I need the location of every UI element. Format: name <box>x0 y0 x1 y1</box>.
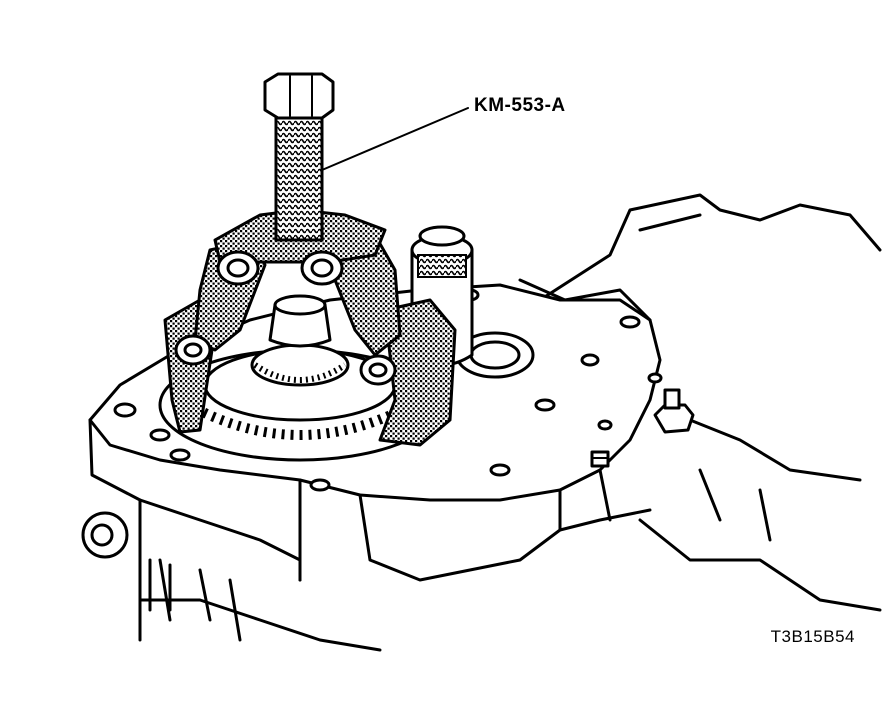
drain-fittings <box>590 372 695 468</box>
callout-leader <box>321 107 469 171</box>
figure-code: T3B15B54 <box>770 627 855 646</box>
tool-callout-label: KM-553-A <box>474 95 566 116</box>
side-bolt <box>81 511 172 612</box>
puller-spindle <box>263 72 335 242</box>
puller-tool <box>163 208 457 447</box>
transmission-housing <box>518 193 882 612</box>
arm-bolts <box>174 250 397 386</box>
